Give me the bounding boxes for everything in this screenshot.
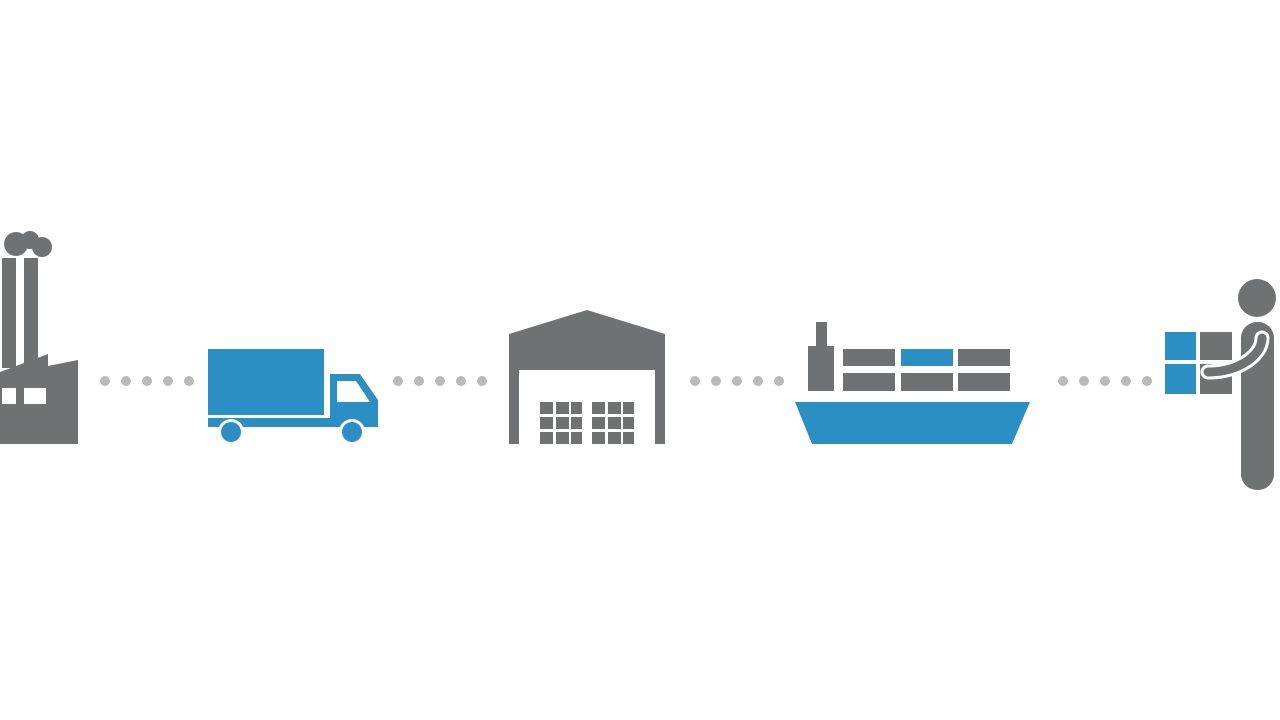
connector-dot (435, 376, 445, 386)
connector-dot (414, 376, 424, 386)
connector-dot (732, 376, 742, 386)
connector-dot (1142, 376, 1152, 386)
connector-dot (1058, 376, 1068, 386)
connector-dot (1121, 376, 1131, 386)
connector-dot (163, 376, 173, 386)
connector-dot (393, 376, 403, 386)
dotted-connector (690, 376, 784, 386)
connector-dot (774, 376, 784, 386)
container-ship-icon (795, 322, 1030, 444)
dotted-connector (100, 376, 194, 386)
connector-dot (477, 376, 487, 386)
dotted-connector (1058, 376, 1152, 386)
connector-dot (1079, 376, 1089, 386)
connector-dot (184, 376, 194, 386)
connector-dot (753, 376, 763, 386)
connector-dot (690, 376, 700, 386)
connector-dot (121, 376, 131, 386)
connector-dot (456, 376, 466, 386)
connector-dot (711, 376, 721, 386)
connector-dot (142, 376, 152, 386)
warehouse-icon (509, 310, 665, 444)
connector-dot (100, 376, 110, 386)
delivery-truck-icon (208, 349, 378, 445)
factory-icon (0, 231, 78, 444)
connector-dot (1100, 376, 1110, 386)
dotted-connector (393, 376, 487, 386)
person-receiving-package-icon (1165, 279, 1276, 490)
